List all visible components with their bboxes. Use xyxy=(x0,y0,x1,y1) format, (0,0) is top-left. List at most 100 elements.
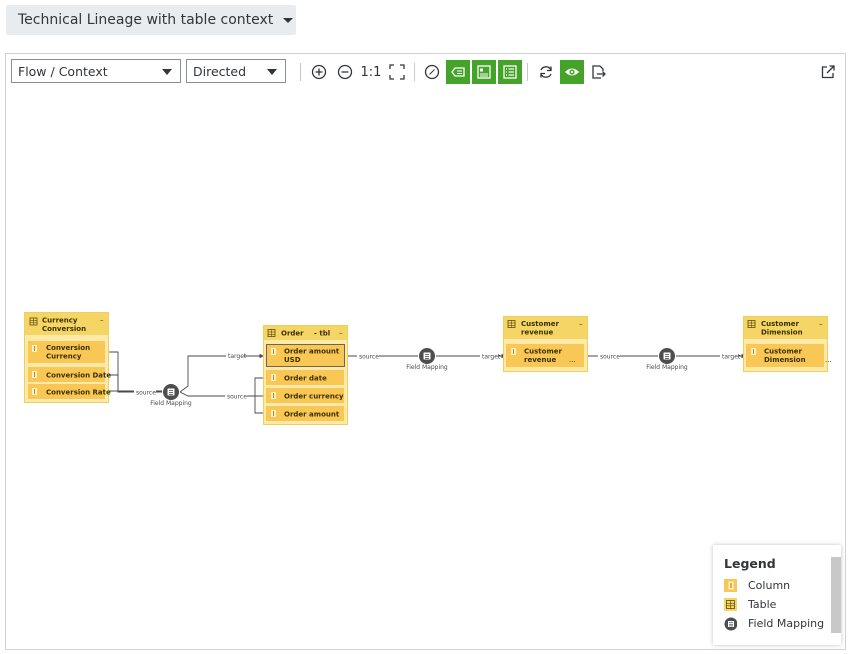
navigator-button[interactable] xyxy=(420,60,444,84)
direction-select-value: Directed xyxy=(193,63,247,79)
fullscreen-icon xyxy=(389,64,405,80)
edge-label-source: source xyxy=(600,354,620,361)
page-title: Technical Lineage with table context xyxy=(18,12,274,28)
column-node[interactable] xyxy=(28,384,105,399)
edge-label-source: source xyxy=(136,390,156,397)
chevron-down-icon xyxy=(267,69,277,75)
view-select-value: Flow / Context xyxy=(18,63,108,79)
field-mapping-node[interactable]: Field Mapping xyxy=(406,348,448,371)
zoom-in-icon xyxy=(311,64,327,80)
export-icon xyxy=(592,65,606,79)
field-mapping-label: Field Mapping xyxy=(646,364,688,371)
column-label: Order currency xyxy=(284,393,344,401)
legend-panel: Legend Column Table Field Mapping xyxy=(713,545,841,645)
edge xyxy=(254,377,264,414)
visibility-toggle[interactable] xyxy=(560,60,584,84)
edge-label-target: target xyxy=(482,354,501,361)
column-label: Conversion Date xyxy=(46,372,111,380)
legend-item-column: Column xyxy=(724,579,790,592)
toolbar-separator xyxy=(414,63,415,81)
field-mapping-node[interactable]: Field Mapping xyxy=(646,348,688,371)
columns-toggle[interactable] xyxy=(498,60,522,84)
legend-item-table: Table xyxy=(724,598,776,611)
column-icon xyxy=(271,374,276,381)
column-icon xyxy=(751,348,756,355)
column-node[interactable] xyxy=(266,406,344,421)
view-select[interactable]: Flow / Context xyxy=(11,59,181,83)
column-icon xyxy=(271,392,276,399)
export-button[interactable] xyxy=(586,60,610,84)
column-label: Order amount xyxy=(284,411,340,419)
legend-label: Table xyxy=(748,598,777,611)
field-mapping-label: Field Mapping xyxy=(150,400,192,407)
column-icon xyxy=(724,579,737,592)
collapse-icon[interactable]: – xyxy=(100,316,104,324)
card-icon xyxy=(477,65,491,79)
zoom-reset-button[interactable]: 1:1 xyxy=(360,64,382,80)
direction-select[interactable]: Directed xyxy=(186,59,286,83)
fit-to-screen-button[interactable] xyxy=(385,60,409,84)
collapse-icon[interactable]: – xyxy=(339,330,343,338)
details-toggle[interactable] xyxy=(472,60,496,84)
chevron-down-icon xyxy=(162,69,172,75)
legend-item-field-mapping: Field Mapping xyxy=(724,617,824,630)
field-mapping-node[interactable]: Field Mapping xyxy=(150,384,192,407)
external-link-icon xyxy=(821,65,835,79)
collapse-icon[interactable]: – xyxy=(819,320,823,328)
table-icon xyxy=(29,317,38,326)
table-title: Order xyxy=(281,330,304,338)
zoom-in-button[interactable] xyxy=(307,60,331,84)
field-mapping-icon xyxy=(724,617,737,630)
edge-label-source: source xyxy=(359,354,379,361)
table-icon xyxy=(747,320,756,328)
field-mapping-label: Field Mapping xyxy=(406,364,448,371)
column-label: Order date xyxy=(284,375,327,383)
more-indicator: ... xyxy=(569,356,576,364)
column-icon xyxy=(271,410,276,417)
column-icon xyxy=(32,388,37,395)
edge-label-target: target xyxy=(228,353,247,360)
edge-label-target: target xyxy=(722,354,741,361)
table-type-suffix: - tbl xyxy=(314,330,330,338)
legend-scrollbar[interactable] xyxy=(831,557,841,633)
tag-icon xyxy=(451,67,465,77)
column-node[interactable] xyxy=(28,367,105,382)
refresh-button[interactable] xyxy=(534,60,558,84)
column-node[interactable] xyxy=(28,341,105,363)
edge-source xyxy=(179,391,264,397)
column-icon xyxy=(32,345,37,352)
zoom-out-icon xyxy=(337,64,353,80)
compass-icon xyxy=(424,64,440,80)
table-icon xyxy=(507,320,516,328)
collapse-icon[interactable]: – xyxy=(579,320,583,328)
edge xyxy=(106,374,119,392)
open-new-window-button[interactable] xyxy=(816,60,840,84)
column-label: Conversion Rate xyxy=(46,389,111,397)
legend-title: Legend xyxy=(724,556,776,571)
column-node[interactable] xyxy=(506,344,584,367)
edge-labels-toggle[interactable] xyxy=(446,60,470,84)
column-node[interactable] xyxy=(266,388,344,403)
legend-label: Field Mapping xyxy=(748,617,825,630)
toolbar-separator xyxy=(300,63,301,81)
lineage-type-dropdown[interactable]: Technical Lineage with table context xyxy=(6,5,296,35)
column-node[interactable] xyxy=(746,344,824,367)
column-icon xyxy=(32,371,37,378)
caret-down-icon xyxy=(283,17,294,23)
zoom-out-button[interactable] xyxy=(333,60,357,84)
toolbar-separator xyxy=(527,63,528,81)
list-icon xyxy=(503,65,517,79)
table-icon xyxy=(724,598,737,611)
column-node[interactable] xyxy=(266,370,344,385)
column-node-selected[interactable] xyxy=(266,344,345,367)
